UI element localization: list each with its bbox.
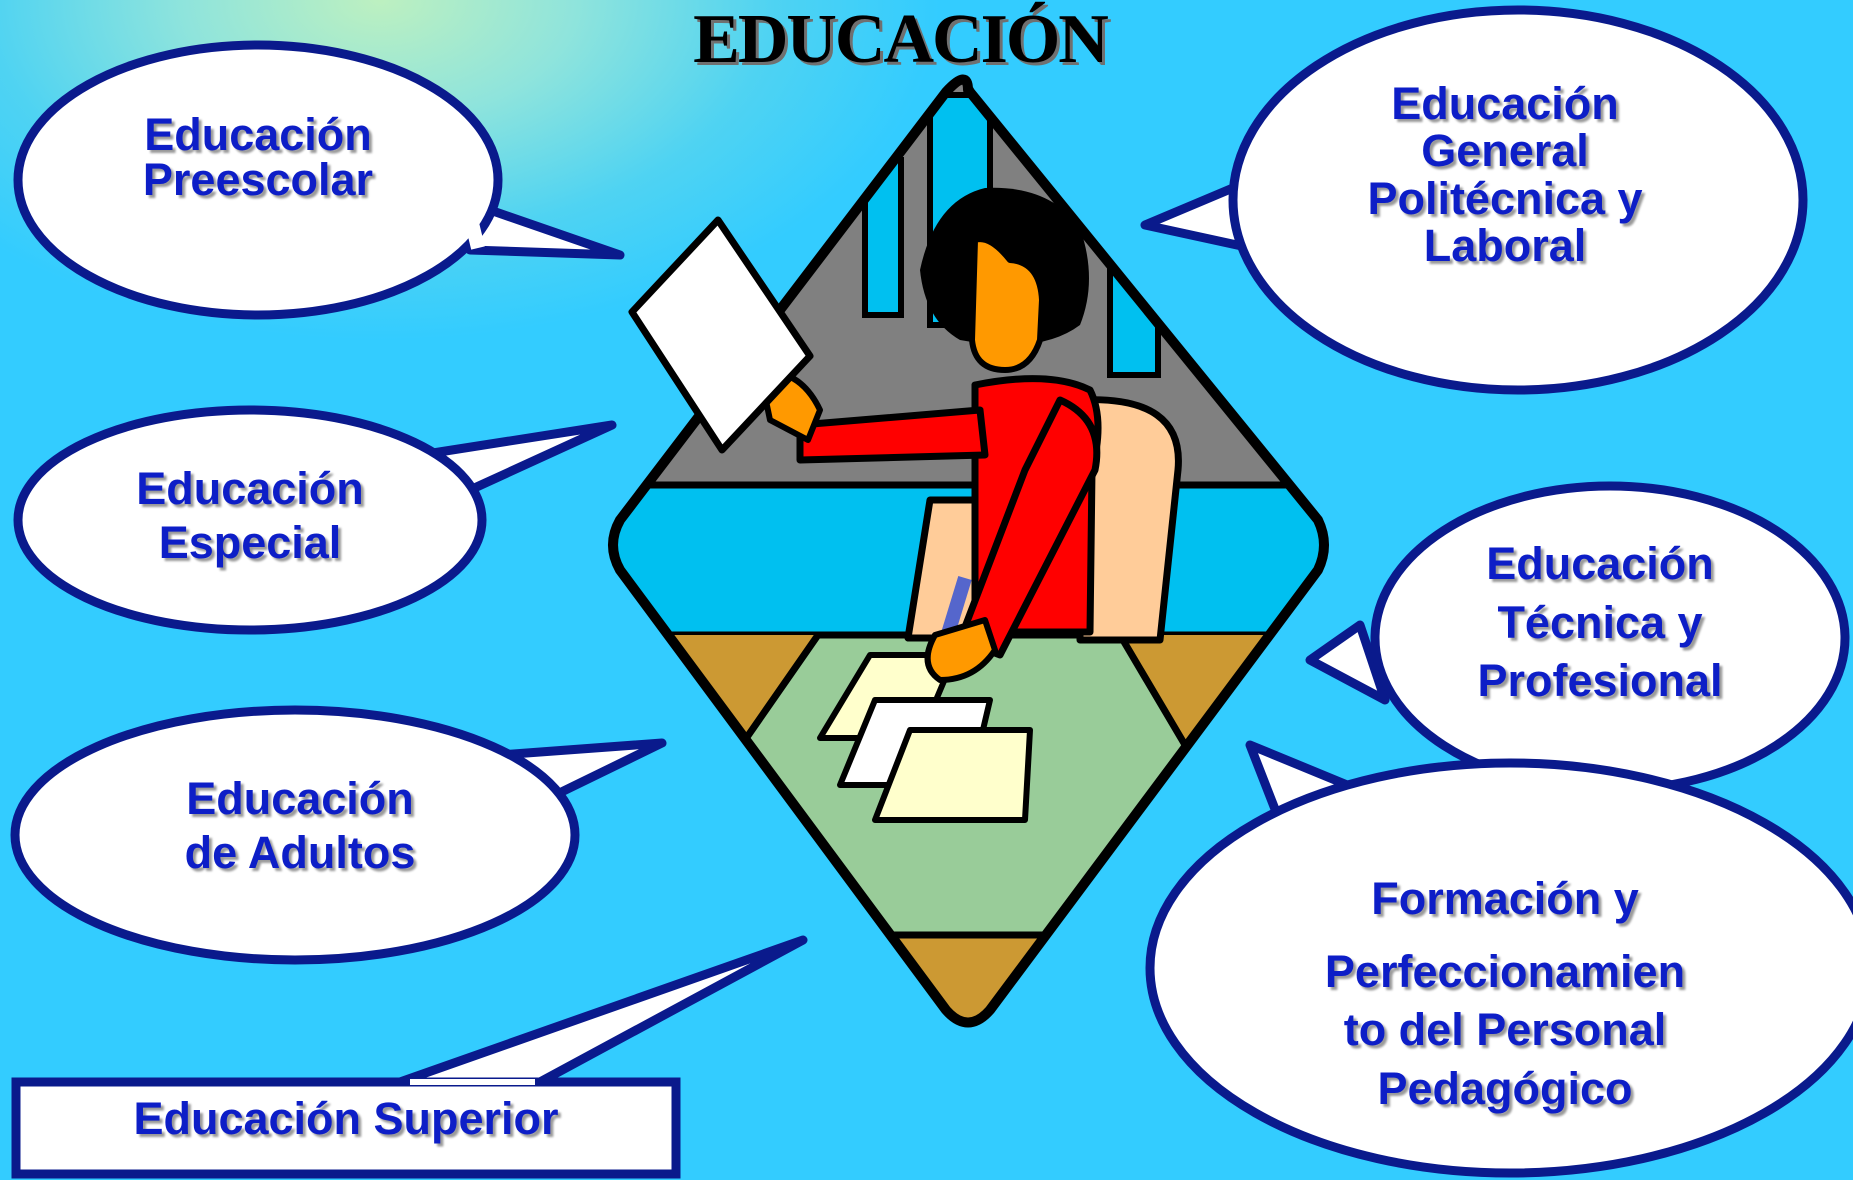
bubble-preescolar [13, 40, 625, 320]
label-line: Laboral [1423, 219, 1587, 271]
label-line: Pedagógico [1377, 1062, 1633, 1114]
label-line: de Adultos [184, 827, 416, 878]
label-line: Educación [144, 109, 372, 160]
bubble-formacion [1145, 740, 1853, 1178]
label-general: Educación General Politécnica y Laboral [1290, 80, 1720, 269]
bubble-adultos [10, 705, 667, 965]
label-line: to del Personal [1343, 1004, 1667, 1055]
label-superior: Educación Superior [20, 1096, 672, 1141]
label-tecnica: Educación Técnica y Profesional [1410, 535, 1790, 711]
label-line: Preescolar [142, 154, 374, 205]
label-line: Politécnica y [1367, 172, 1643, 224]
label-especial: Educación Especial [60, 462, 440, 570]
bubble-especial [13, 405, 617, 635]
bubble-general [1140, 5, 1808, 395]
label-line: Educación [1391, 78, 1619, 129]
label-line: Educación [186, 773, 414, 824]
label-preescolar: Educación Preescolar [68, 112, 448, 202]
label-formacion: Formación y Perfeccionamien to del Perso… [1260, 870, 1750, 1118]
label-line: Profesional [1477, 655, 1723, 706]
label-line: Educación [1486, 538, 1714, 589]
label-line: Especial [158, 517, 342, 568]
label-line: General [1421, 125, 1589, 177]
label-line: Educación [136, 463, 364, 514]
label-line: Técnica y [1497, 596, 1703, 648]
page-title: EDUCACIÓN [693, 1, 1109, 78]
label-line: Formación y [1371, 873, 1639, 924]
label-line: Perfeccionamien [1324, 945, 1686, 997]
bubble-superior [11, 935, 808, 1179]
label-line: Educación Superior [133, 1093, 559, 1144]
label-adultos: Educación de Adultos [100, 772, 500, 880]
